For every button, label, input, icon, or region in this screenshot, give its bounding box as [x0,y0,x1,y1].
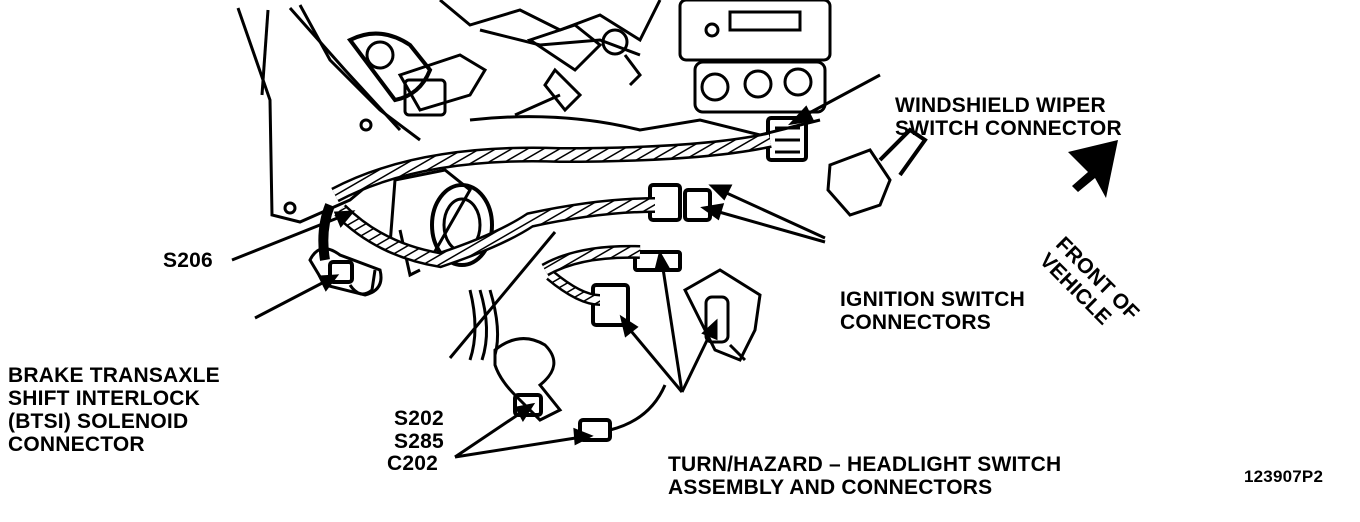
dash-outline [236,0,928,442]
label-c202: C202 [387,452,439,475]
dashboard-illustration [231,0,1118,459]
label-s206: S206 [163,249,213,272]
wire-harness [318,132,772,306]
front-arrow-icon [1068,140,1118,198]
leader-lines [231,73,881,459]
figure-id: 123907P2 [1244,467,1324,486]
